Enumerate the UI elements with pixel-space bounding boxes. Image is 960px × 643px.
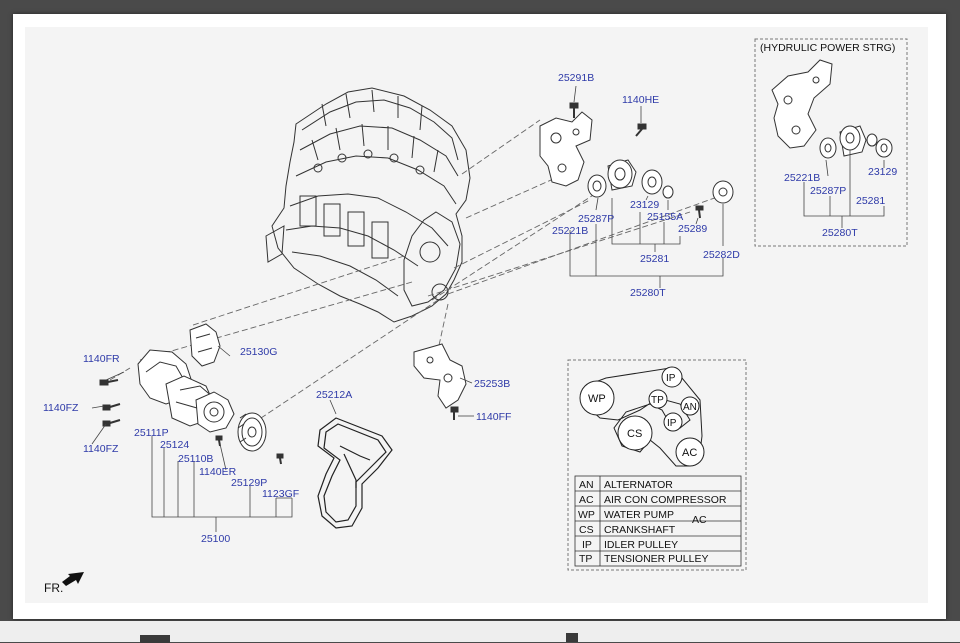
legend-name: ALTERNATOR: [604, 479, 673, 491]
belt-routing-schematic: [579, 366, 705, 467]
toolbar-glyph: [566, 633, 578, 642]
part-label: 25291B: [558, 72, 594, 84]
legend-name: AIR CON COMPRESSOR: [604, 494, 727, 506]
pulley-label-wp: WP: [588, 393, 606, 405]
part-label: 1140HE: [622, 94, 659, 106]
pulley-label-cs: CS: [627, 428, 642, 440]
water-pump-illustration: [137, 323, 267, 452]
part-label: 25212A: [316, 389, 352, 401]
part-label: 25130G: [240, 346, 277, 358]
part-label: 1140FR: [83, 353, 120, 365]
belt-legend-entries: AN ALTERNATOR AC AIR CON COMPRESSOR WP W…: [578, 479, 727, 565]
part-label: 25129P: [231, 477, 267, 489]
bolt-illustrations: [569, 102, 704, 219]
hydraulic-title: (HYDRULIC POWER STRG): [760, 42, 895, 54]
part-label: 25221B: [552, 225, 588, 237]
belt-pulley-labels: WP IP TP AN IP CS AC: [588, 373, 697, 459]
belt-legend-table: [574, 475, 742, 567]
part-label: 25253B: [474, 378, 510, 390]
pulley-label-ip: IP: [667, 418, 677, 429]
hydraulic-box: [754, 38, 908, 247]
direction-label: FR.: [44, 581, 63, 595]
part-label: 25110B: [178, 453, 213, 465]
leader-dashed-lines: [109, 119, 721, 421]
legend-code: AN: [579, 479, 594, 491]
legend-code: CS: [579, 524, 594, 536]
part-label: 25287P: [578, 213, 614, 225]
part-label: 25282D: [703, 249, 740, 261]
legend-code: TP: [579, 553, 592, 565]
part-label: 25281: [856, 195, 885, 207]
part-label: 25111P: [134, 427, 169, 439]
part-label: 23129: [630, 199, 659, 211]
legend-name: TENSIONER PULLEY: [604, 553, 708, 565]
legend-code: WP: [578, 509, 595, 521]
drive-belt-illustration: [317, 417, 393, 529]
engine-block-illustration: [265, 87, 471, 323]
legend-name: IDLER PULLEY: [604, 539, 678, 551]
alternator-bracket-illustration: [539, 111, 734, 204]
direction-arrow-icon: [62, 572, 84, 586]
part-label: 1140FZ: [83, 443, 119, 455]
part-label: 25280T: [822, 227, 858, 239]
part-label: 1140FF: [476, 411, 511, 423]
part-label: 1123GF: [262, 488, 299, 500]
part-label: 25221B: [784, 172, 820, 184]
part-label: 25100: [201, 533, 230, 545]
legend-code: AC: [579, 494, 594, 506]
part-label: 1140ER: [199, 466, 237, 478]
hydraulic-bracket-illustration: [771, 59, 893, 159]
part-label: 25124: [160, 439, 189, 451]
belt-routing-box: [567, 359, 747, 571]
part-label: 1140FZ: [43, 402, 79, 414]
part-leader-lines: [91, 85, 885, 532]
pulley-label-tp: TP: [651, 395, 664, 406]
part-label: 25287P: [810, 185, 846, 197]
part-label: 23129: [868, 166, 897, 178]
legend-name: CRANKSHAFT: [604, 524, 676, 536]
toolbar-glyph: [140, 635, 170, 643]
mount-bracket-illustration: [413, 343, 467, 409]
part-label: 25155A: [647, 211, 683, 223]
pulley-label-ip: IP: [666, 373, 676, 384]
legend-code: IP: [582, 539, 592, 551]
part-number-labels: 25291B 1140HE 25221B 25287P 23129 25155A…: [43, 72, 897, 545]
pulley-label-an: AN: [683, 402, 697, 413]
part-label: 25289: [678, 223, 707, 235]
part-label: 25280T: [630, 287, 666, 299]
pulley-label-ac: AC: [682, 447, 697, 459]
stray-label: AC: [692, 514, 707, 526]
legend-name: WATER PUMP: [604, 509, 674, 521]
part-label: 25281: [640, 253, 669, 265]
bottom-toolbar: [0, 621, 960, 643]
pump-bolt-illustrations: [99, 379, 459, 465]
